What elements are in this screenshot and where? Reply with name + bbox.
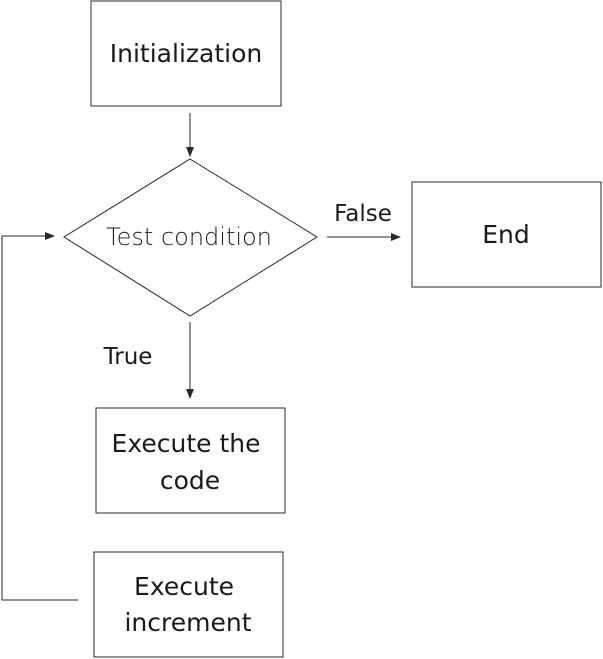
false-edge-label: False <box>334 201 392 227</box>
execute-increment-label-line2: increment <box>124 608 251 637</box>
execute-increment-node: Execute increment <box>93 551 284 658</box>
initialization-label: Initialization <box>110 39 262 68</box>
execute-increment-label: Execute increment <box>124 572 251 637</box>
true-edge-label: True <box>103 344 153 370</box>
execute-code-label-line2: code <box>160 466 220 495</box>
end-label: End <box>482 220 530 249</box>
execute-code-node: Execute the code <box>95 407 286 514</box>
test-condition-node: Test condition <box>63 158 318 317</box>
end-node: End <box>411 181 602 288</box>
execute-code-label: Execute the code <box>112 429 269 495</box>
execute-code-label-line1: Execute the <box>112 429 261 458</box>
test-condition-label: Test condition <box>106 223 272 251</box>
initialization-node: Initialization <box>90 0 282 107</box>
execute-increment-label-line1: Execute <box>134 572 234 601</box>
edge-increment-to-test <box>1 232 78 601</box>
